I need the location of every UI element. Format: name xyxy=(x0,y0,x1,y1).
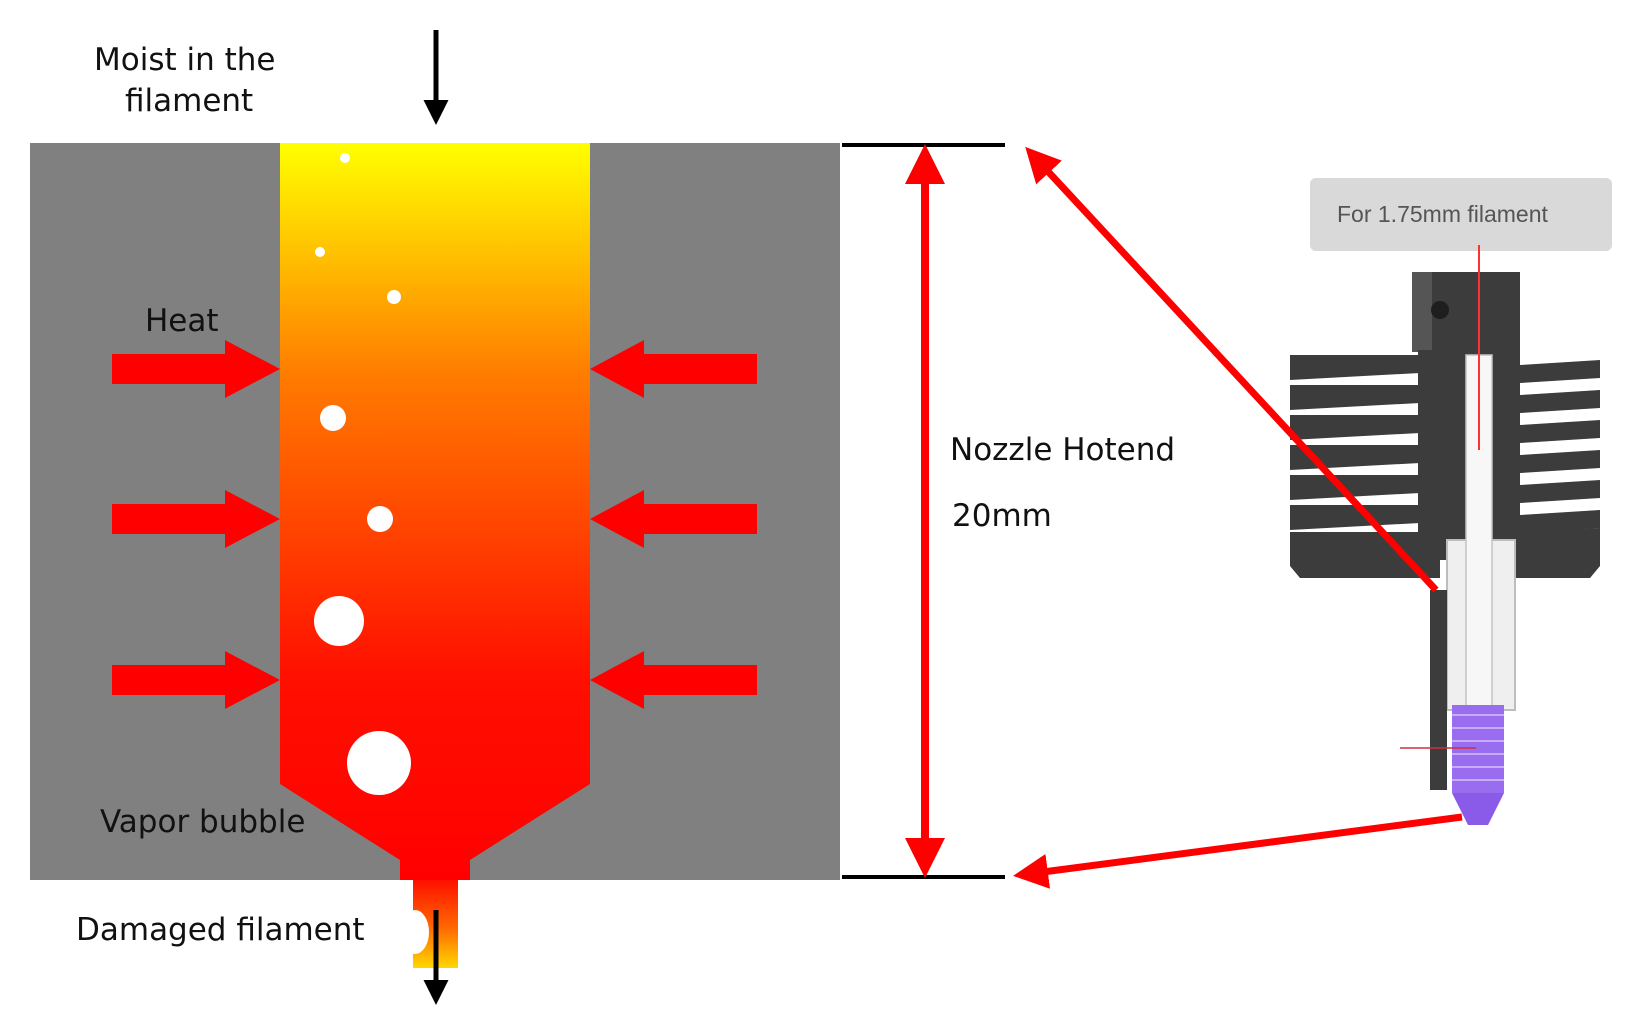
moist-label-line1: Moist in the xyxy=(94,42,275,78)
heatsink-fin xyxy=(1290,505,1420,530)
callout-arrows xyxy=(1013,146,1463,889)
heat-arrow-left xyxy=(590,490,757,548)
heatsink-fin xyxy=(1520,360,1600,383)
vapor-bubble-label: Vapor bubble xyxy=(100,804,305,840)
heat-arrow-left xyxy=(590,651,757,709)
nozzle-tip xyxy=(1452,793,1504,825)
heatsink-fin xyxy=(1520,480,1600,503)
heatsink-top xyxy=(1412,272,1520,352)
vapor-bubbles xyxy=(314,153,411,795)
vapor-bubble xyxy=(314,596,364,646)
filament-size-tag-label: For 1.75mm filament xyxy=(1337,201,1549,227)
filament-size-tag xyxy=(1310,178,1612,251)
heat-arrow-right xyxy=(112,490,280,548)
length-label: 20mm xyxy=(952,498,1052,534)
nozzle-threads xyxy=(1452,705,1504,793)
heatsink-fin xyxy=(1290,415,1420,440)
vapor-bubble xyxy=(320,405,346,431)
heat-arrow-right xyxy=(112,651,280,709)
heatsink-fin xyxy=(1520,450,1600,473)
heat-label: Heat xyxy=(145,303,219,339)
heatsink-fin xyxy=(1520,510,1600,533)
hotend-illustration xyxy=(1290,178,1612,825)
hotend-dimension xyxy=(842,143,1005,879)
heat-block-side xyxy=(1430,590,1447,790)
heatsink-fin xyxy=(1520,390,1600,413)
melt-chamber xyxy=(280,143,590,880)
vapor-bubble xyxy=(340,153,350,163)
nozzle-thread-lines xyxy=(1452,714,1504,781)
vapor-bubble xyxy=(387,290,401,304)
nozzle-hotend-label: Nozzle Hotend xyxy=(950,432,1175,468)
heat-arrow-left xyxy=(590,340,757,398)
heatsink-clamp xyxy=(1510,528,1600,578)
damaged-filament-label: Damaged filament xyxy=(76,912,365,948)
heatsink-top-face xyxy=(1412,272,1432,352)
heat-arrow-right xyxy=(112,340,280,398)
heat-arrows-right xyxy=(590,340,757,709)
heat-arrows-left xyxy=(112,340,280,709)
heatsink-mount-hole xyxy=(1431,301,1449,319)
heatsink-clamp xyxy=(1290,532,1440,578)
heatsink-fin xyxy=(1520,420,1600,443)
heatsink-fin xyxy=(1290,475,1420,500)
vapor-bubble xyxy=(315,247,325,257)
heater-block xyxy=(30,143,840,968)
filament-defect-notch xyxy=(401,910,429,954)
vapor-bubble xyxy=(367,506,393,532)
vapor-bubble xyxy=(347,731,411,795)
moist-label-line2: filament xyxy=(125,83,253,119)
heatsink-fin xyxy=(1290,355,1420,380)
callout-arrow-top xyxy=(1025,146,1439,593)
heatsink-fin xyxy=(1290,385,1420,410)
callout-arrow-bottom xyxy=(1013,813,1463,889)
